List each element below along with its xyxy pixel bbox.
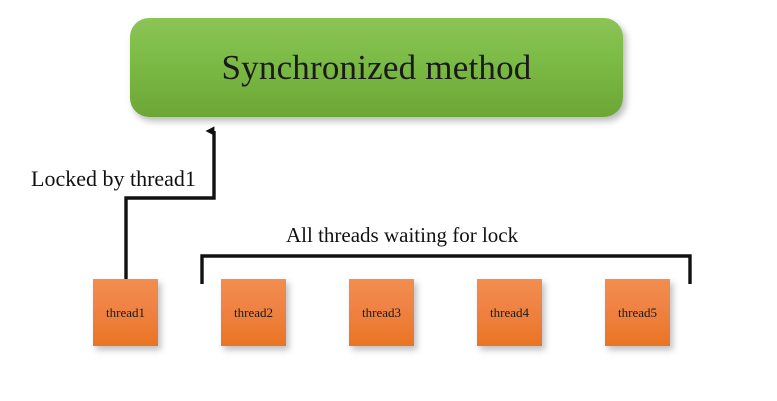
lock-arrow-connector xyxy=(124,126,216,281)
thread-node-label: thread4 xyxy=(490,305,529,320)
synchronized-method-node[interactable]: Synchronized method xyxy=(130,18,623,117)
thread-node-3[interactable]: thread3 xyxy=(349,279,414,346)
thread-node-label: thread2 xyxy=(234,305,273,320)
thread-node-2[interactable]: thread2 xyxy=(221,279,286,346)
locked-by-annotation: Locked by thread1 xyxy=(31,166,196,191)
waiting-for-lock-annotation: All threads waiting for lock xyxy=(286,223,519,247)
thread-node-5[interactable]: thread5 xyxy=(605,279,670,346)
thread-node-label: thread3 xyxy=(362,305,401,320)
thread-node-4[interactable]: thread4 xyxy=(477,279,542,346)
thread-node-label: thread1 xyxy=(106,305,145,320)
thread-node-label: thread5 xyxy=(618,305,657,320)
synchronized-method-label: Synchronized method xyxy=(221,48,532,87)
thread-node-1[interactable]: thread1 xyxy=(93,279,158,346)
